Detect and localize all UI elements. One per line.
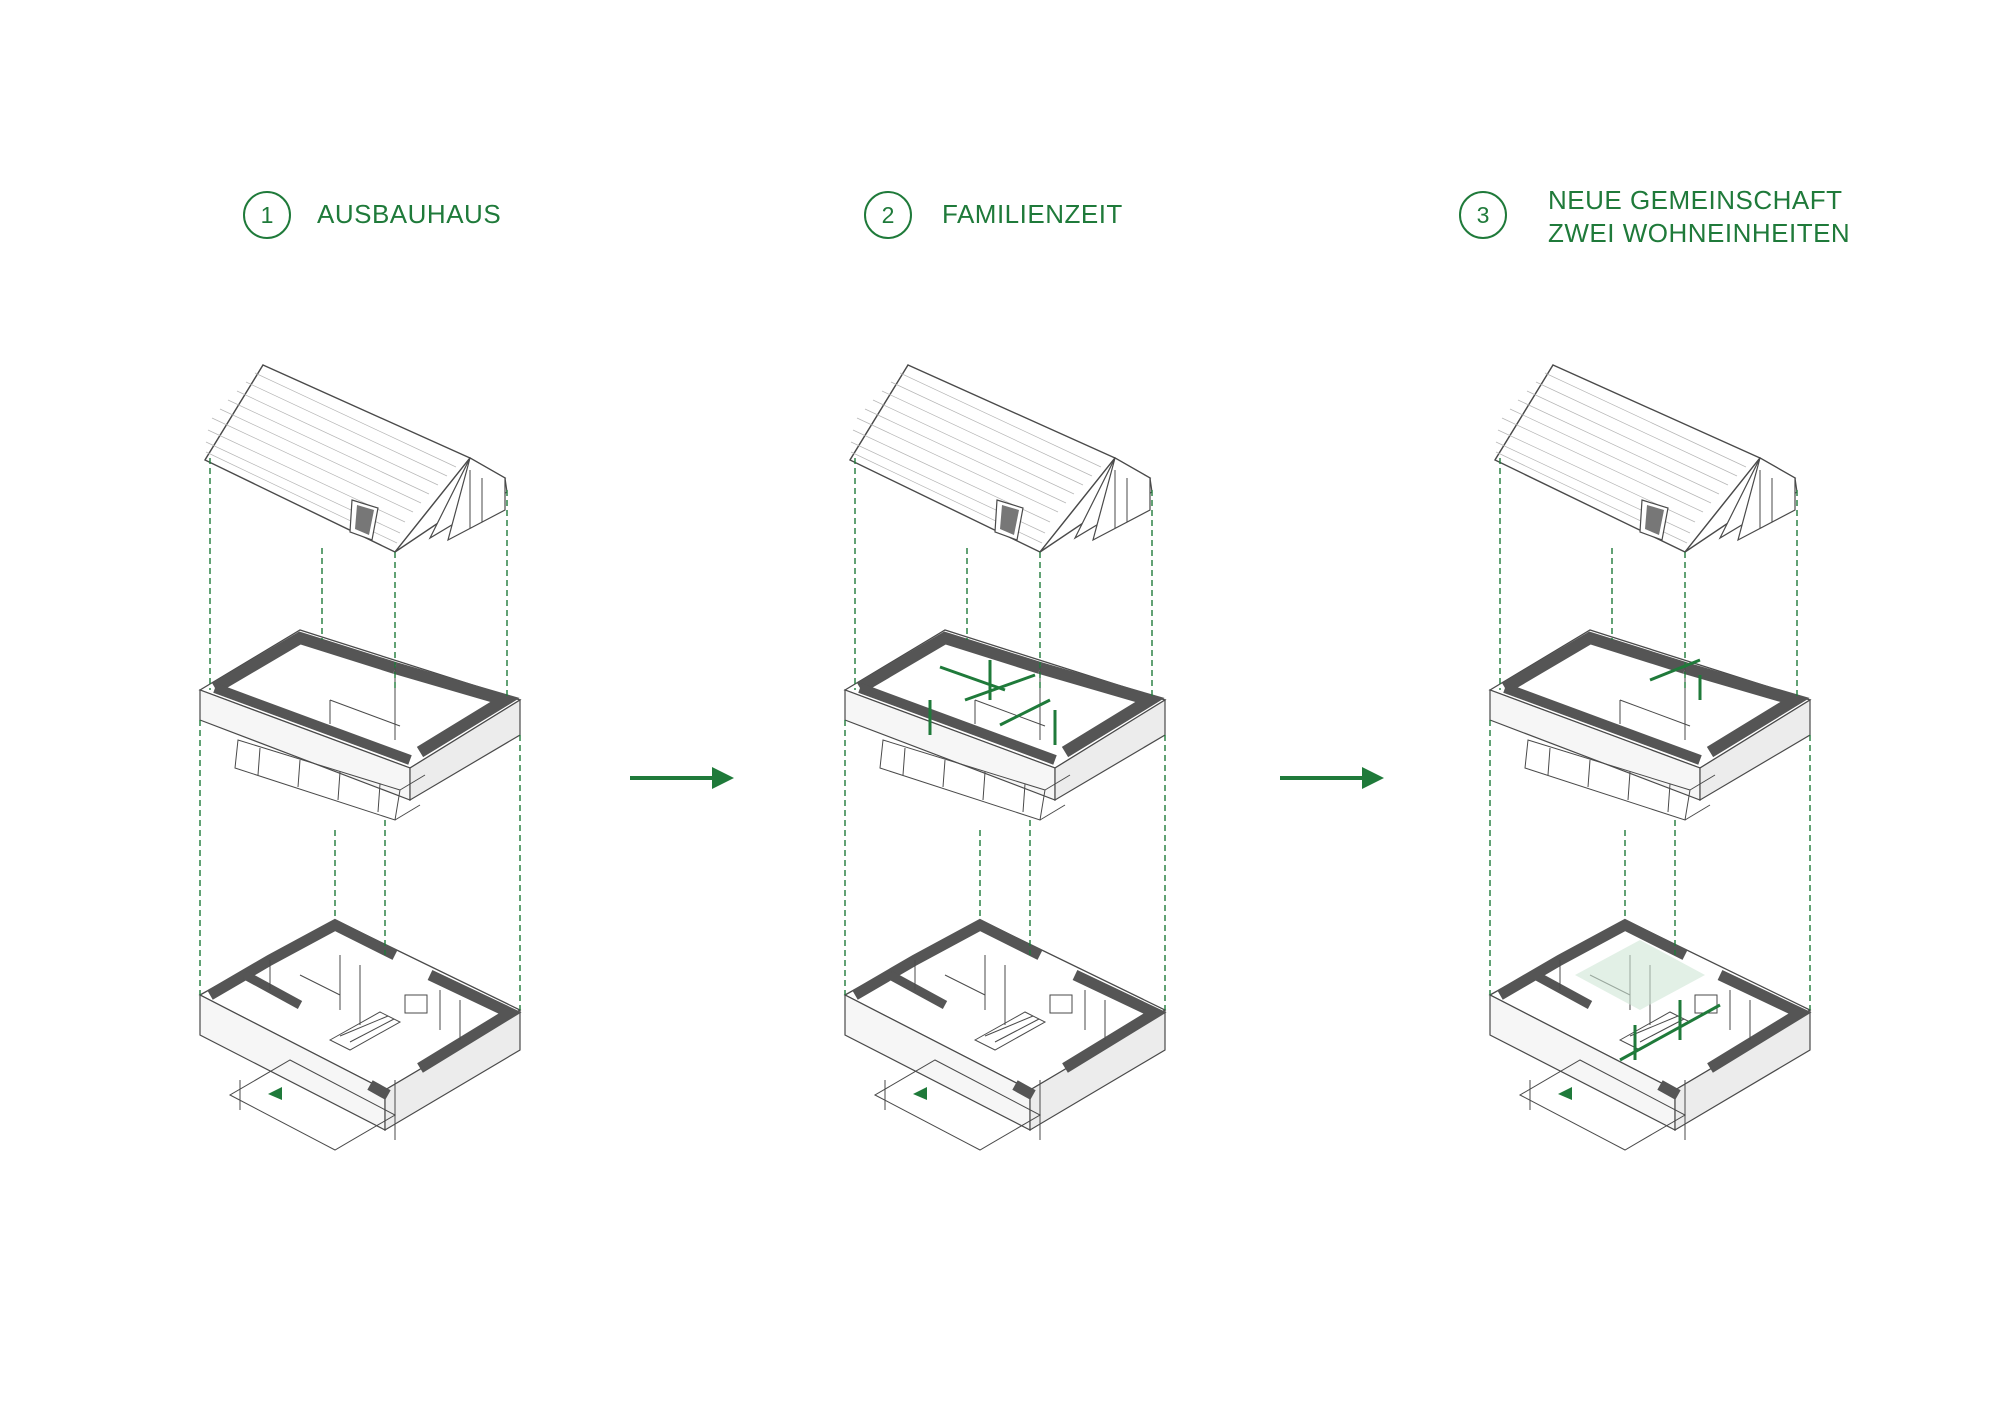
shared-space-highlight — [1575, 940, 1705, 1010]
house-state-1 — [200, 365, 520, 1150]
house-state-2 — [845, 365, 1165, 1150]
step-2-number-badge: 2 — [864, 191, 912, 239]
step-3-label-line-2: ZWEI WOHNEINHEITEN — [1548, 218, 1851, 248]
new-partitions-family — [928, 660, 1057, 745]
arrow-right-icon — [1280, 767, 1384, 789]
step-3-number-badge: 3 — [1459, 191, 1507, 239]
arrow-right-icon — [630, 767, 734, 789]
new-partitions-two-units — [1619, 658, 1721, 1062]
step-1-label: AUSBAUHAUS — [317, 199, 502, 229]
step-1-number-badge: 1 — [243, 191, 291, 239]
step-2-label: FAMILIENZEIT — [942, 199, 1123, 229]
house-state-3 — [1490, 365, 1810, 1150]
step-3-label-line-1: NEUE GEMEINSCHAFT — [1548, 185, 1843, 215]
